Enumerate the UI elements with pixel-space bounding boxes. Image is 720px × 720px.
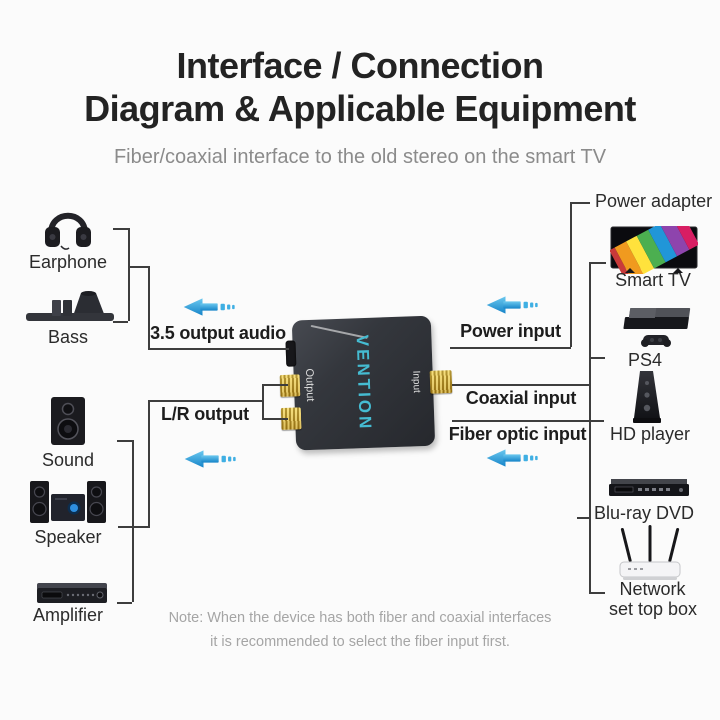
line-power-input	[450, 347, 571, 349]
note-line2: it is recommended to select the fiber in…	[210, 634, 510, 650]
equipment-label-amplifier: Amplifier	[32, 605, 103, 625]
line-coaxial-input	[452, 384, 590, 386]
equipment-label-network-line1: Network	[619, 579, 686, 599]
arrow-left-icon	[486, 296, 538, 314]
line-speaker-junction	[118, 526, 150, 528]
line-audio35	[148, 348, 289, 350]
line-lr-bracket	[262, 384, 264, 419]
page-title-line1: Interface / Connection	[176, 45, 544, 86]
ps4-console-icon	[623, 308, 691, 347]
note-line1: Note: When the device has both fiber and…	[168, 610, 552, 626]
page-subtitle: Fiber/coaxial interface to the old stere…	[113, 146, 607, 168]
arrow-left-icon	[486, 449, 538, 467]
bookshelf-speaker-icon	[51, 397, 85, 445]
equipment-label-hd-player: HD player	[609, 424, 691, 444]
line-lr-stub-top	[262, 384, 288, 386]
stereo-system-icon	[30, 481, 106, 523]
connection-label-fiber: Fiber optic input	[448, 424, 587, 444]
subwoofer-bar-icon	[26, 291, 114, 321]
line-amplifier-stub	[117, 602, 132, 604]
vention-logo: VENTION	[352, 334, 376, 432]
line-lr-output	[148, 400, 262, 402]
connection-label-coaxial: Coaxial input	[465, 388, 577, 408]
line-power-adapter-stub	[570, 202, 590, 204]
line-power-riser	[570, 202, 572, 347]
line-earphone-stub	[113, 228, 128, 230]
line-smarttv-stub	[589, 262, 606, 264]
line-sound-amp-bracket	[132, 440, 134, 602]
line-earbass-junction	[128, 266, 148, 268]
equipment-label-network-line2: set top box	[608, 599, 698, 619]
equipment-label-ps4: PS4	[627, 350, 663, 370]
line-lr-drop	[148, 400, 150, 526]
line-ps4-stub	[589, 357, 605, 359]
line-sound-stub	[117, 440, 132, 442]
tower-speaker-icon	[633, 371, 661, 423]
wifi-router-icon	[619, 525, 681, 580]
arrow-left-icon	[183, 298, 235, 316]
bluray-player-icon	[609, 479, 689, 496]
page-title-line2: Diagram & Applicable Equipment	[84, 88, 636, 129]
vention-converter-device: Output Input VENTION	[278, 313, 455, 455]
connection-label-audio35: 3.5 output audio	[150, 323, 286, 343]
equipment-label-bass: Bass	[47, 327, 89, 347]
line-sources-bracket	[589, 262, 591, 593]
amplifier-icon	[37, 583, 107, 603]
line-lr-stub-bottom	[262, 418, 288, 420]
line-bass-stub	[113, 321, 128, 323]
arrow-left-icon	[184, 450, 236, 468]
connection-label-lr: L/R output	[161, 404, 249, 424]
equipment-label-earphone: Earphone	[28, 252, 108, 272]
equipment-label-smart-tv: Smart TV	[615, 270, 691, 290]
headphones-icon	[45, 212, 91, 250]
line-audio35-drop	[148, 266, 150, 348]
line-bluray-stub	[577, 517, 589, 519]
connection-label-power: Power input	[460, 321, 561, 341]
line-settopbox-stub	[589, 592, 605, 594]
smart-tv-icon	[610, 226, 698, 274]
equipment-label-bluray: Blu-ray DVD	[594, 503, 695, 523]
equipment-label-speaker: Speaker	[34, 527, 102, 547]
line-earphone-bass-bracket	[128, 228, 130, 321]
equipment-label-power-adapter: Power adapter	[595, 191, 713, 211]
equipment-label-sound: Sound	[41, 450, 95, 470]
line-fiber-input	[452, 420, 604, 422]
